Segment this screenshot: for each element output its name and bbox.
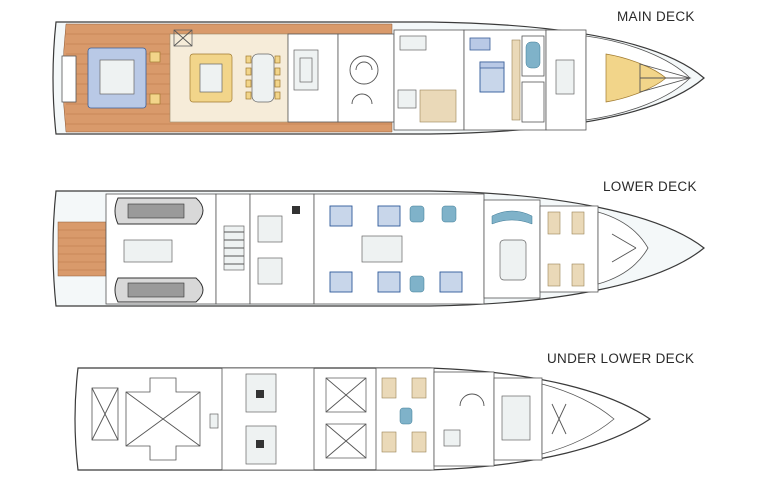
lower-engine-1 [257,215,283,243]
lower-guest-bed-2 [377,205,401,227]
main-owner-bath-2 [521,81,545,123]
lower-tender-2-deck [127,282,185,298]
lower-guest-bed-3 [329,271,353,293]
lower-aft-stair-treads [224,231,244,265]
lower-generator [292,206,300,214]
main-aft-chair-1 [149,51,161,63]
lower-guest-bed-4 [377,271,401,293]
main-spiral-stair [349,55,379,85]
under-engine-2-block [256,440,264,448]
lower-crew-sofa [491,210,533,225]
deck-label-main: MAIN DECK [617,9,695,24]
main-office-desk [419,89,457,123]
under-crew-bunk-3 [381,431,397,453]
main-owner-sofa [469,37,491,51]
lower-crew-bunk-2 [571,211,585,235]
lower-crew-bunk-3 [547,263,561,287]
main-dining-table [251,53,275,103]
lower-crew-bunk-4 [571,263,585,287]
under-fwd-store-shelf [501,395,531,441]
main-stern-step [61,55,77,103]
under-crew-bunk-2 [411,377,427,399]
deck-label-under: UNDER LOWER DECK [547,351,695,366]
main-crew-mess [555,59,575,95]
under-lower-deck-plan [74,367,652,471]
deck-label-lower: LOWER DECK [603,179,697,194]
under-vent-grille [209,413,219,429]
main-office-head [397,89,417,109]
under-crew-head [399,407,413,425]
main-galley-island [299,57,313,83]
lower-guest-head-1 [409,205,425,223]
main-owner-pillows [479,61,505,69]
main-saloon-rug [199,63,223,93]
main-aft-table [99,59,135,95]
main-office-shelf [399,35,427,51]
main-owner-bath-tub [525,41,541,69]
main-spiral-stair-2 [351,93,373,105]
lower-engine-room [249,193,315,305]
main-aft-chair-2 [149,93,161,105]
main-deck-plan [52,21,705,135]
lower-guest-corridor [361,235,403,263]
under-crew-bunk-4 [411,431,427,453]
under-crew-bunk-1 [381,377,397,399]
lower-crew-bunk-1 [547,211,561,235]
lower-forepeak [597,211,649,285]
lower-crew-table [499,239,527,281]
main-dining-chairs [245,55,281,100]
under-engine-1-block [256,390,264,398]
under-stair [459,393,485,407]
under-tank-1 [325,377,367,413]
main-stair-lobby [337,33,395,123]
under-tank-2 [325,423,367,459]
lower-deck-plan [52,190,705,307]
lower-tender-1-deck [127,203,185,219]
lower-guest-bed-1 [329,205,353,227]
lower-guest-head-3 [441,205,457,223]
lower-guest-head-2 [409,275,425,293]
lower-guest-bed-5 [439,271,463,293]
under-laundry [433,371,495,467]
lower-swim-platform [57,221,107,277]
lower-garage-workbench [123,239,173,263]
main-saloon-hatch [173,29,193,47]
under-chain-locker [541,383,615,455]
main-owner-wardrobe [511,39,521,121]
under-washer [443,429,461,447]
lower-engine-2 [257,257,283,285]
lower-swim-platform-planks [58,229,106,271]
